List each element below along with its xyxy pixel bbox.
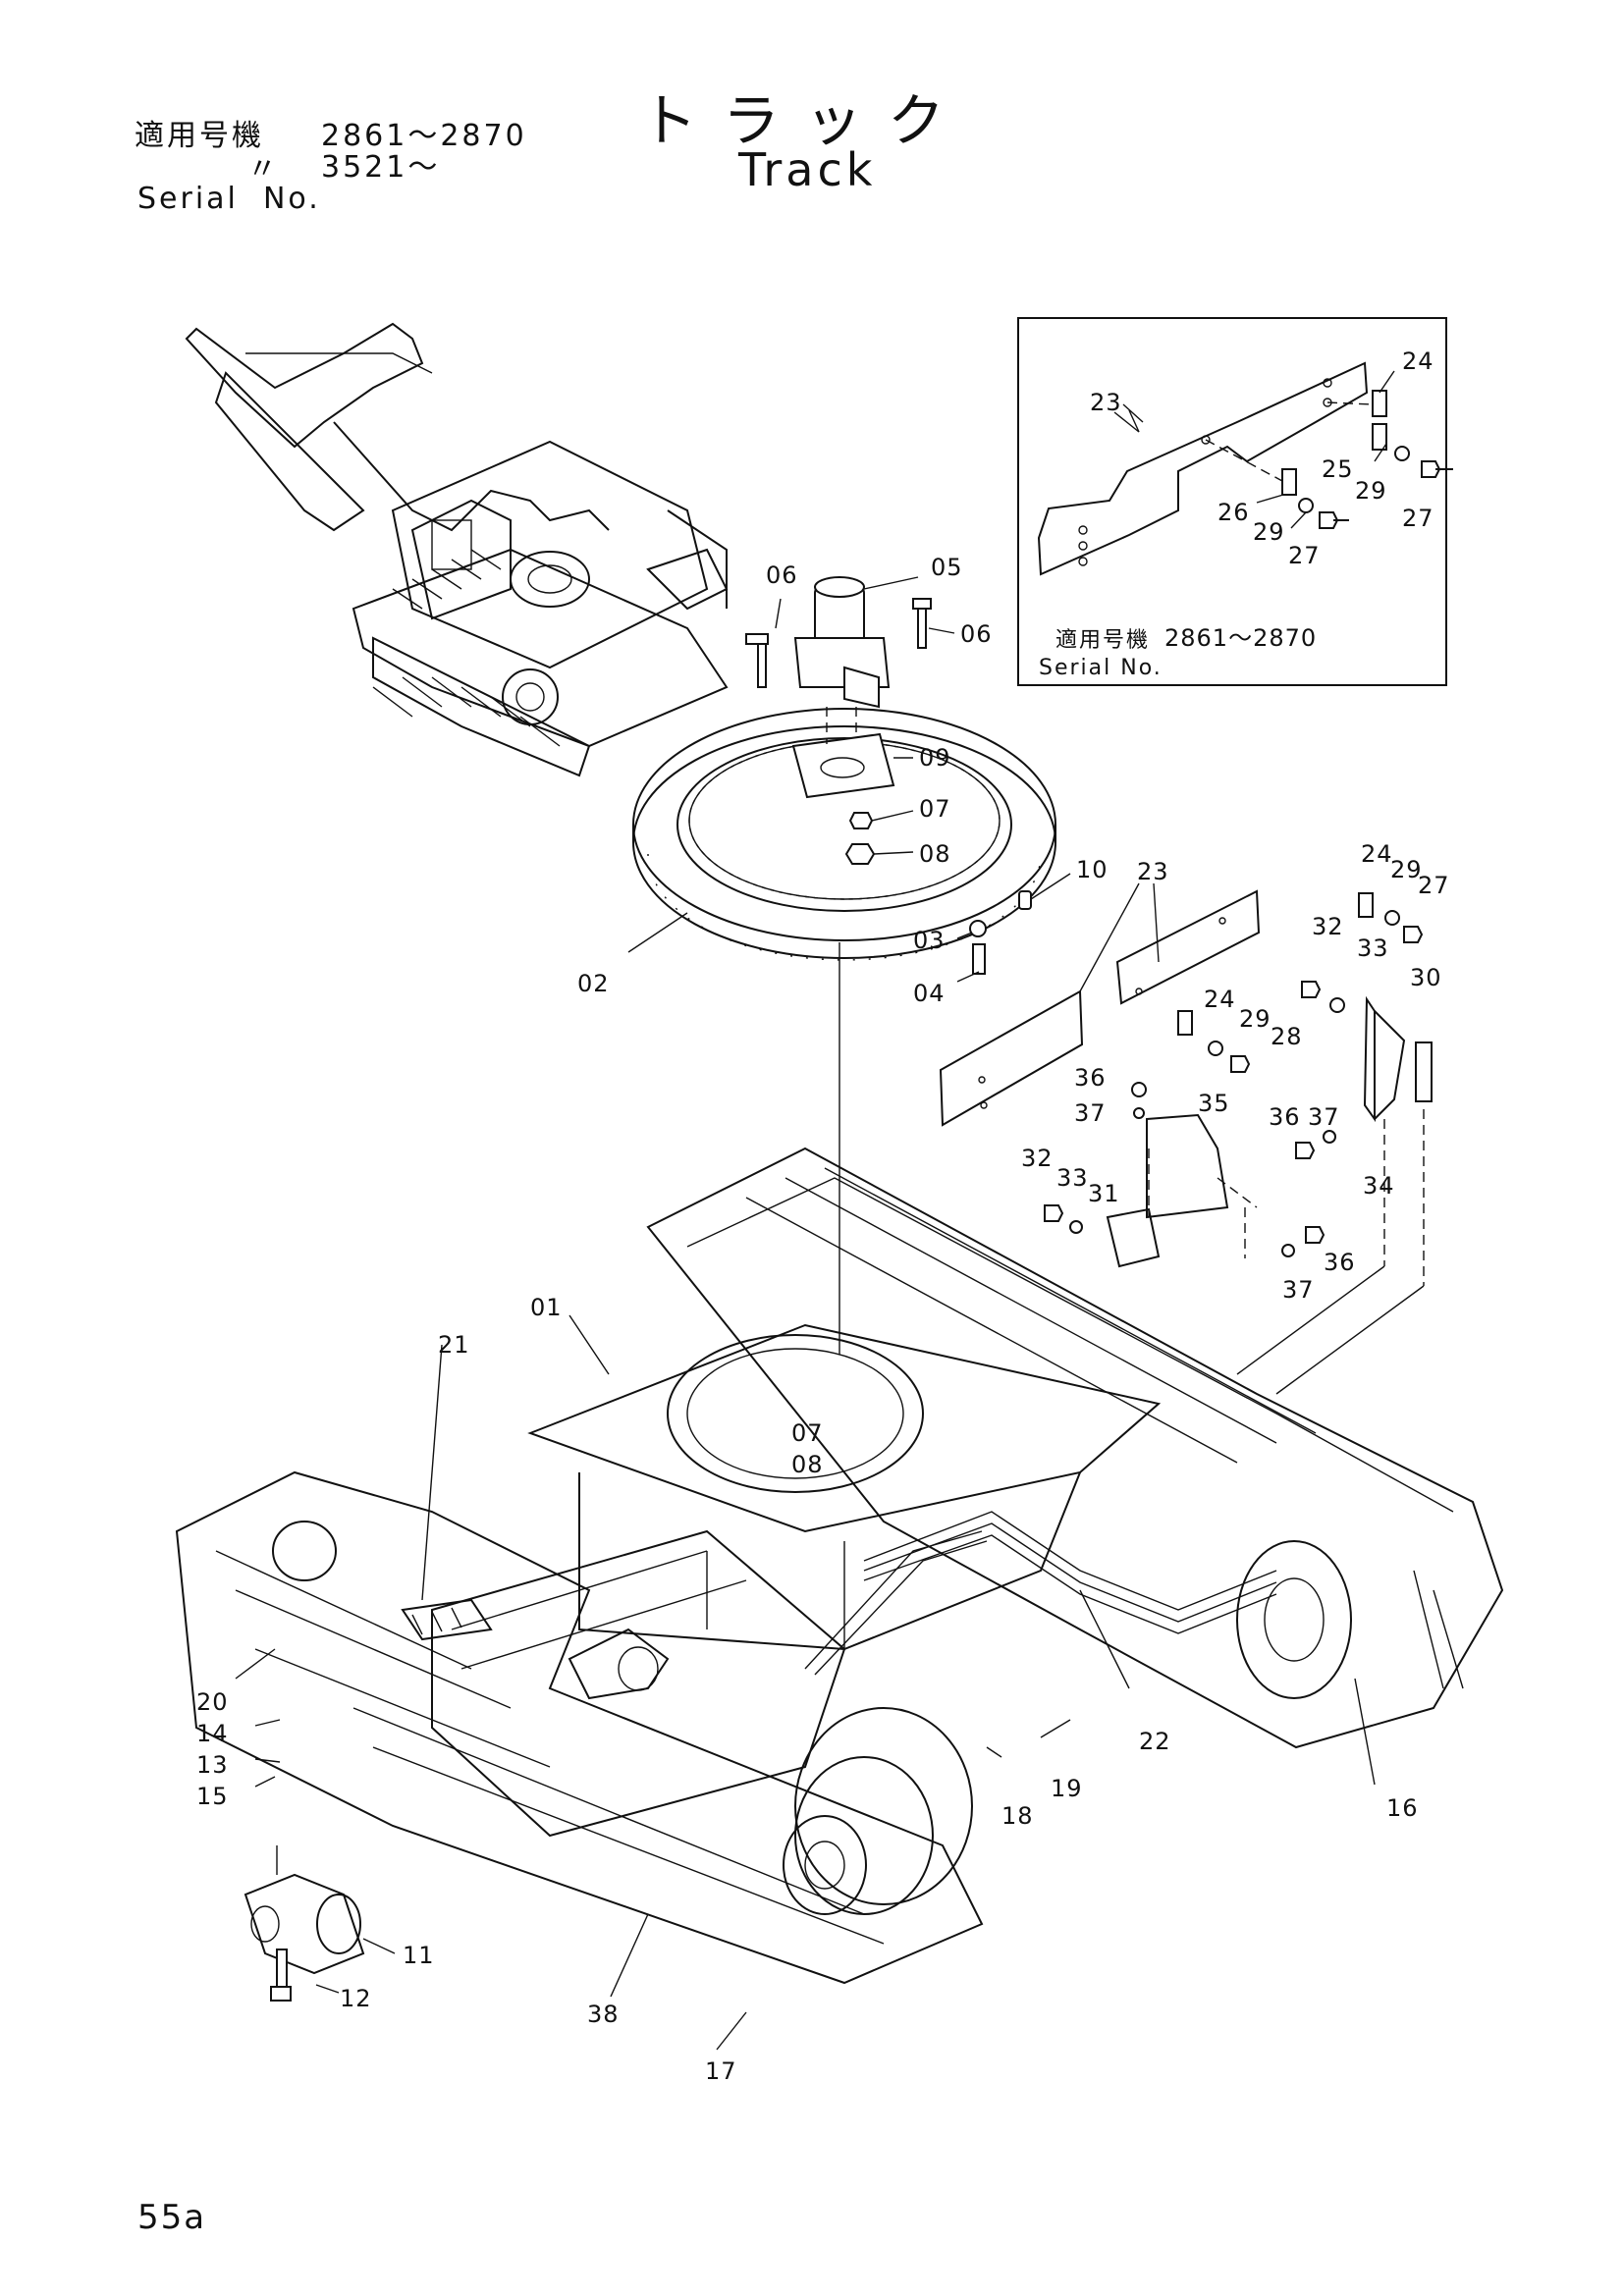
title-english: Track <box>738 143 877 196</box>
callout-27: 27 <box>1418 872 1450 899</box>
callout-21: 21 <box>438 1331 470 1359</box>
callout-28: 28 <box>1271 1023 1303 1050</box>
inset-callout-29b: 29 <box>1253 518 1285 546</box>
excavator-overview-sketch <box>185 322 729 777</box>
callout-12: 12 <box>340 1985 372 2012</box>
callout-06a: 06 <box>766 561 798 589</box>
callout-29b: 29 <box>1239 1005 1271 1033</box>
callout-38: 38 <box>587 2001 620 2028</box>
inset-callout-29a: 29 <box>1355 477 1387 505</box>
callout-02: 02 <box>577 970 610 997</box>
serial-no-label: Serial No. <box>137 182 321 216</box>
callout-08a: 08 <box>919 840 951 868</box>
applicable-serial-label: 適用号機 <box>135 119 264 153</box>
callout-03: 03 <box>913 927 946 954</box>
page-number: 55a <box>137 2198 207 2237</box>
callout-34: 34 <box>1363 1172 1395 1200</box>
callout-20: 20 <box>196 1688 229 1716</box>
callout-23: 23 <box>1137 858 1169 885</box>
callout-37b: 37 <box>1308 1103 1340 1131</box>
callout-07b: 07 <box>791 1419 824 1447</box>
serial-range-2: 3521～ <box>321 150 441 185</box>
callout-22: 22 <box>1139 1728 1171 1755</box>
callout-35: 35 <box>1198 1090 1230 1117</box>
lower-roller-exploded <box>243 1845 365 2002</box>
cover-plates-and-brackets <box>939 889 1433 1395</box>
serial-range-1: 2861～2870 <box>321 119 527 153</box>
callout-29a: 29 <box>1390 856 1423 883</box>
track-frame-body <box>175 1147 1504 1985</box>
callout-32b: 32 <box>1021 1145 1054 1172</box>
callout-36b: 36 <box>1269 1103 1301 1131</box>
callout-24a: 24 <box>1361 840 1393 868</box>
ditto-mark: 〃 <box>247 152 280 187</box>
swivel-joint-assembly <box>745 576 1032 1355</box>
callout-13: 13 <box>196 1751 229 1779</box>
inset-callout-26: 26 <box>1217 499 1250 526</box>
callout-15: 15 <box>196 1783 229 1810</box>
inset-callout-27a: 27 <box>1402 505 1434 532</box>
callout-24b: 24 <box>1204 986 1236 1013</box>
callout-09: 09 <box>919 744 951 772</box>
inset-serial-no-label: Serial No. <box>1039 656 1163 680</box>
callout-16: 16 <box>1386 1794 1419 1822</box>
inset-serial-range: 2861～2870 <box>1164 624 1318 652</box>
callout-14: 14 <box>196 1720 229 1747</box>
callout-08b: 08 <box>791 1451 824 1478</box>
inset-applicable-label: 適用号機 <box>1055 628 1151 653</box>
callout-11: 11 <box>403 1942 435 1969</box>
inset-callout-27b: 27 <box>1288 542 1321 569</box>
callout-19: 19 <box>1051 1775 1083 1802</box>
callout-04: 04 <box>913 980 946 1007</box>
callout-07a: 07 <box>919 795 951 823</box>
title-japanese: トラック <box>640 87 971 154</box>
inset-callout-25: 25 <box>1322 455 1354 483</box>
callout-36c: 36 <box>1324 1249 1356 1276</box>
inset-detail-box <box>1017 317 1453 686</box>
callout-36a: 36 <box>1074 1064 1107 1092</box>
callout-37a: 37 <box>1074 1099 1107 1127</box>
callout-37c: 37 <box>1282 1276 1315 1304</box>
inset-callout-24: 24 <box>1402 347 1434 375</box>
callout-17: 17 <box>705 2057 737 2085</box>
callout-01: 01 <box>530 1294 563 1321</box>
callout-30: 30 <box>1410 964 1442 991</box>
callout-31: 31 <box>1088 1180 1120 1207</box>
callout-18: 18 <box>1001 1802 1034 1830</box>
callout-32a: 32 <box>1312 913 1344 940</box>
callout-leader-lines <box>235 370 1395 2051</box>
callout-33a: 33 <box>1357 934 1389 962</box>
callout-06b: 06 <box>960 620 993 648</box>
inset-callout-23: 23 <box>1090 389 1122 416</box>
callout-10: 10 <box>1076 856 1109 883</box>
callout-05: 05 <box>931 554 963 581</box>
callout-33b: 33 <box>1056 1164 1089 1192</box>
